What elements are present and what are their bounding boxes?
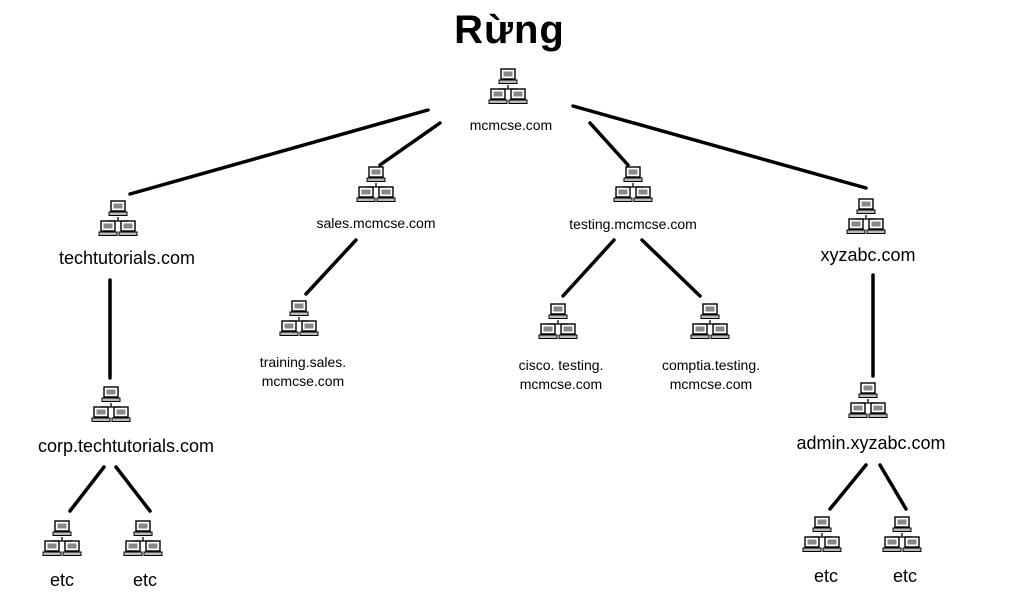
network-computers-icon [691, 304, 729, 339]
node-label-etc: etc [49, 570, 75, 590]
network-computers-icon [539, 304, 577, 339]
network-computers-icon [92, 387, 130, 422]
node-label-etc: etc [813, 566, 839, 586]
node-label-cisco-line2: mcmcse.com [519, 376, 603, 392]
edge-root-techtutorials [128, 108, 430, 196]
network-computers-icon [124, 521, 162, 556]
node-label-comptia-line1: comptia.testing. [661, 357, 761, 373]
node-label-etc: etc [132, 570, 158, 590]
node-label-testing: testing.mcmcse.com [569, 216, 697, 232]
node-label-xyzabc: xyzabc.com [820, 245, 916, 265]
edge-root-sales [378, 121, 442, 167]
node-label-training: training.sales. mcmcse.com [260, 353, 346, 391]
network-computers-icon [847, 199, 885, 234]
edge-testing-cisco [561, 238, 616, 298]
network-computers-icon [803, 517, 841, 552]
network-computers-icon [614, 167, 652, 202]
node-label-techtutorials: techtutorials.com [58, 248, 196, 268]
network-computers-icon [280, 301, 318, 336]
node-label-corp: corp.techtutorials.com [37, 436, 215, 456]
node-label-admin: admin.xyzabc.com [796, 433, 946, 453]
edge-root-testing [588, 121, 630, 167]
node-label-sales: sales.mcmcse.com [316, 215, 436, 231]
node-label-comptia-line2: mcmcse.com [669, 376, 753, 392]
network-computers-icon [849, 383, 887, 418]
network-computers-icon [489, 69, 527, 104]
network-computers-icon [883, 517, 921, 552]
network-computers-icon [43, 521, 81, 556]
edge-sales-training [304, 238, 358, 296]
node-label-root: mcmcse.com [469, 117, 553, 133]
network-computers-icon [99, 201, 137, 236]
edge-admin-etc1 [828, 463, 868, 511]
node-label-etc: etc [892, 566, 918, 586]
edge-root-xyzabc [571, 104, 868, 190]
node-label-comptia: comptia.testing. mcmcse.com [662, 356, 760, 394]
node-label-training-line2: mcmcse.com [261, 373, 345, 389]
edge-testing-comptia [640, 238, 702, 298]
edge-corp-etc2 [114, 465, 152, 513]
edge-corp-etc1 [68, 465, 106, 513]
edge-admin-etc2 [878, 463, 908, 511]
diagram-title: Rừng [454, 8, 565, 52]
node-label-cisco-line1: cisco. testing. [518, 357, 604, 373]
node-label-training-line1: training.sales. [259, 354, 347, 370]
node-label-cisco: cisco. testing. mcmcse.com [519, 356, 604, 394]
network-computers-icon [357, 167, 395, 202]
